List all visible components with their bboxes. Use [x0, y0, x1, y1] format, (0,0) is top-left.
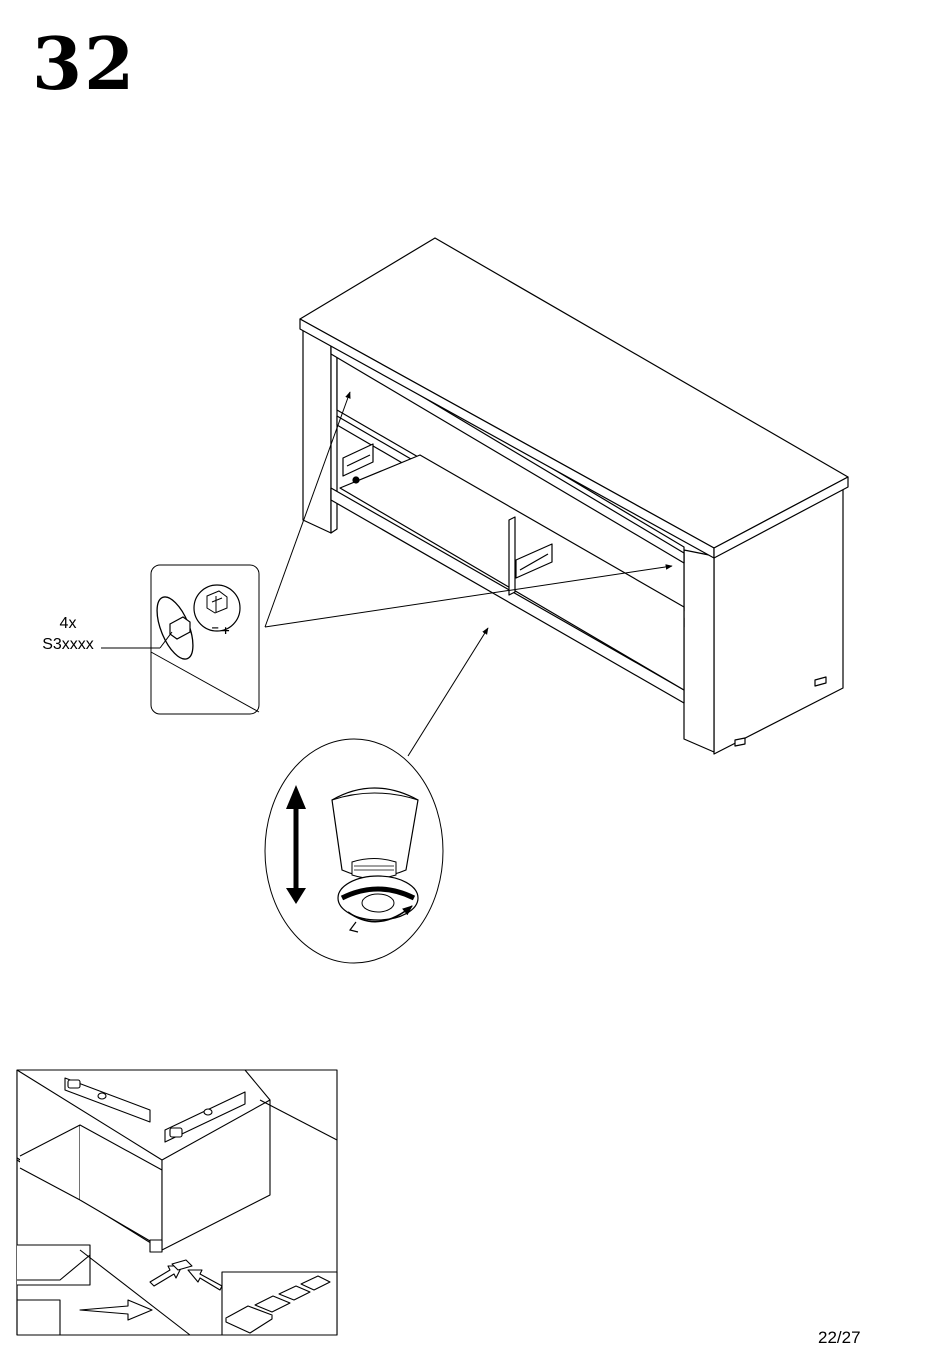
- adjustable-foot-detail: [265, 739, 443, 963]
- svg-text:+: +: [221, 624, 230, 637]
- tv-cabinet-drawing: [300, 238, 848, 754]
- page-indicator: 22/27: [818, 1328, 861, 1348]
- hardware-detail-box: − +: [101, 565, 259, 714]
- svg-text:−: −: [211, 623, 219, 634]
- leveling-inset: [17, 1070, 337, 1335]
